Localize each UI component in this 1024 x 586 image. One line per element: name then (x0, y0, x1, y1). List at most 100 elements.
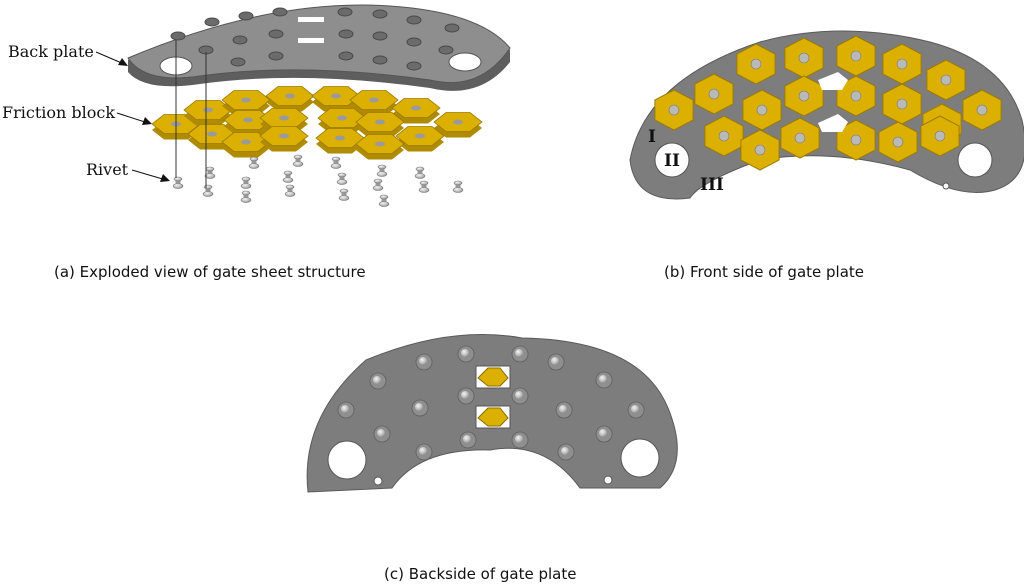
friction-block (736, 43, 776, 85)
rivet-head (557, 443, 575, 461)
rivet-head (511, 431, 529, 449)
rivet (378, 194, 390, 207)
rivet-head (337, 401, 355, 419)
back-plate-pin-hole (603, 475, 613, 485)
leader-rivet (131, 169, 170, 182)
rivet-hole (268, 51, 284, 61)
rivet-head (457, 387, 475, 405)
back-plate-hole-left (327, 440, 367, 480)
panel-a-exploded-view (95, 4, 511, 207)
friction-block (780, 117, 820, 159)
rivet (376, 164, 388, 177)
gate-plate-front-side (629, 30, 1024, 200)
rivet (330, 156, 342, 169)
zone-label-i: I (648, 127, 656, 147)
zone-label-iii: III (700, 175, 724, 195)
rivet (172, 176, 184, 189)
friction-block (784, 37, 824, 79)
caption-panel-b: (b) Front side of gate plate (664, 263, 865, 281)
back-plate-slot (298, 17, 324, 22)
rivet (284, 184, 296, 197)
rivet (282, 170, 294, 183)
rivet (292, 154, 304, 167)
friction-block (223, 110, 273, 136)
rivet-hole (204, 17, 220, 27)
friction-block (395, 126, 445, 152)
rivet (452, 180, 464, 193)
caption-panel-a: (a) Exploded view of gate sheet structur… (54, 263, 366, 281)
rivet-hole (238, 11, 254, 21)
back-plate-label: Back plate (8, 42, 94, 61)
rivet-hole (406, 61, 422, 71)
rivet (240, 176, 252, 189)
front-friction-blocks (654, 35, 1002, 171)
friction-block (187, 124, 237, 150)
friction-block (259, 126, 309, 152)
friction-block (742, 89, 782, 131)
rivet-head (595, 425, 613, 443)
rivet (202, 184, 214, 197)
friction-block (433, 112, 483, 138)
rivet-head (415, 443, 433, 461)
rivet-head (373, 425, 391, 443)
friction-block (836, 119, 876, 161)
friction-block (740, 129, 780, 171)
friction-block (784, 75, 824, 117)
backside-window (475, 405, 511, 429)
rivet-hole (372, 31, 388, 41)
friction-block (355, 112, 405, 138)
friction-block (694, 73, 734, 115)
front-plate-pin-hole (942, 182, 950, 190)
friction-block (962, 89, 1002, 131)
rivet (248, 156, 260, 169)
friction-block-label: Friction block (2, 103, 116, 122)
rivet-head (627, 401, 645, 419)
rivet (372, 178, 384, 191)
friction-block (878, 121, 918, 163)
friction-block (920, 115, 960, 157)
back-plate-hole-right (448, 52, 482, 72)
panel-b-front-side: I II III (629, 30, 1024, 200)
back-plate-rivet-holes (170, 7, 460, 71)
rivet-hole (372, 9, 388, 19)
front-plate-hole-right (957, 142, 993, 178)
rivet-hole (232, 35, 248, 45)
friction-block (836, 75, 876, 117)
rivet-hole (170, 31, 186, 41)
friction-block (265, 86, 315, 112)
back-plate-slot (298, 38, 324, 43)
friction-block (391, 98, 441, 124)
friction-block (221, 90, 271, 116)
rivet-hole (337, 7, 353, 17)
rivet-head (415, 353, 433, 371)
rivets (172, 154, 464, 207)
rivet (418, 180, 430, 193)
friction-block (926, 59, 966, 101)
front-slot (818, 114, 848, 132)
panel-c-backside (306, 334, 678, 493)
leader-back-plate (95, 51, 128, 66)
backside-rivet-heads (337, 345, 645, 461)
friction-block (704, 115, 744, 157)
rivet-head (511, 345, 529, 363)
rivet-head (459, 431, 477, 449)
friction-block (315, 128, 365, 154)
leader-friction-block (116, 112, 152, 125)
rivet-hole (338, 29, 354, 39)
rivet (338, 188, 350, 201)
friction-block (349, 90, 399, 116)
back-plate-pin-hole (373, 476, 383, 486)
rivet (240, 190, 252, 203)
rivet-head (555, 401, 573, 419)
rivet-hole (338, 51, 354, 61)
back-plate-hole-right (620, 438, 660, 478)
friction-block (183, 100, 233, 126)
front-plate-hole-left (654, 142, 690, 178)
zone-label-ii: II (664, 151, 680, 171)
rivet (336, 172, 348, 185)
rivet-hole (230, 57, 246, 67)
rivet-hole (438, 45, 454, 55)
rivet-hole (372, 55, 388, 65)
friction-block (311, 86, 361, 112)
friction-blocks (151, 86, 483, 160)
